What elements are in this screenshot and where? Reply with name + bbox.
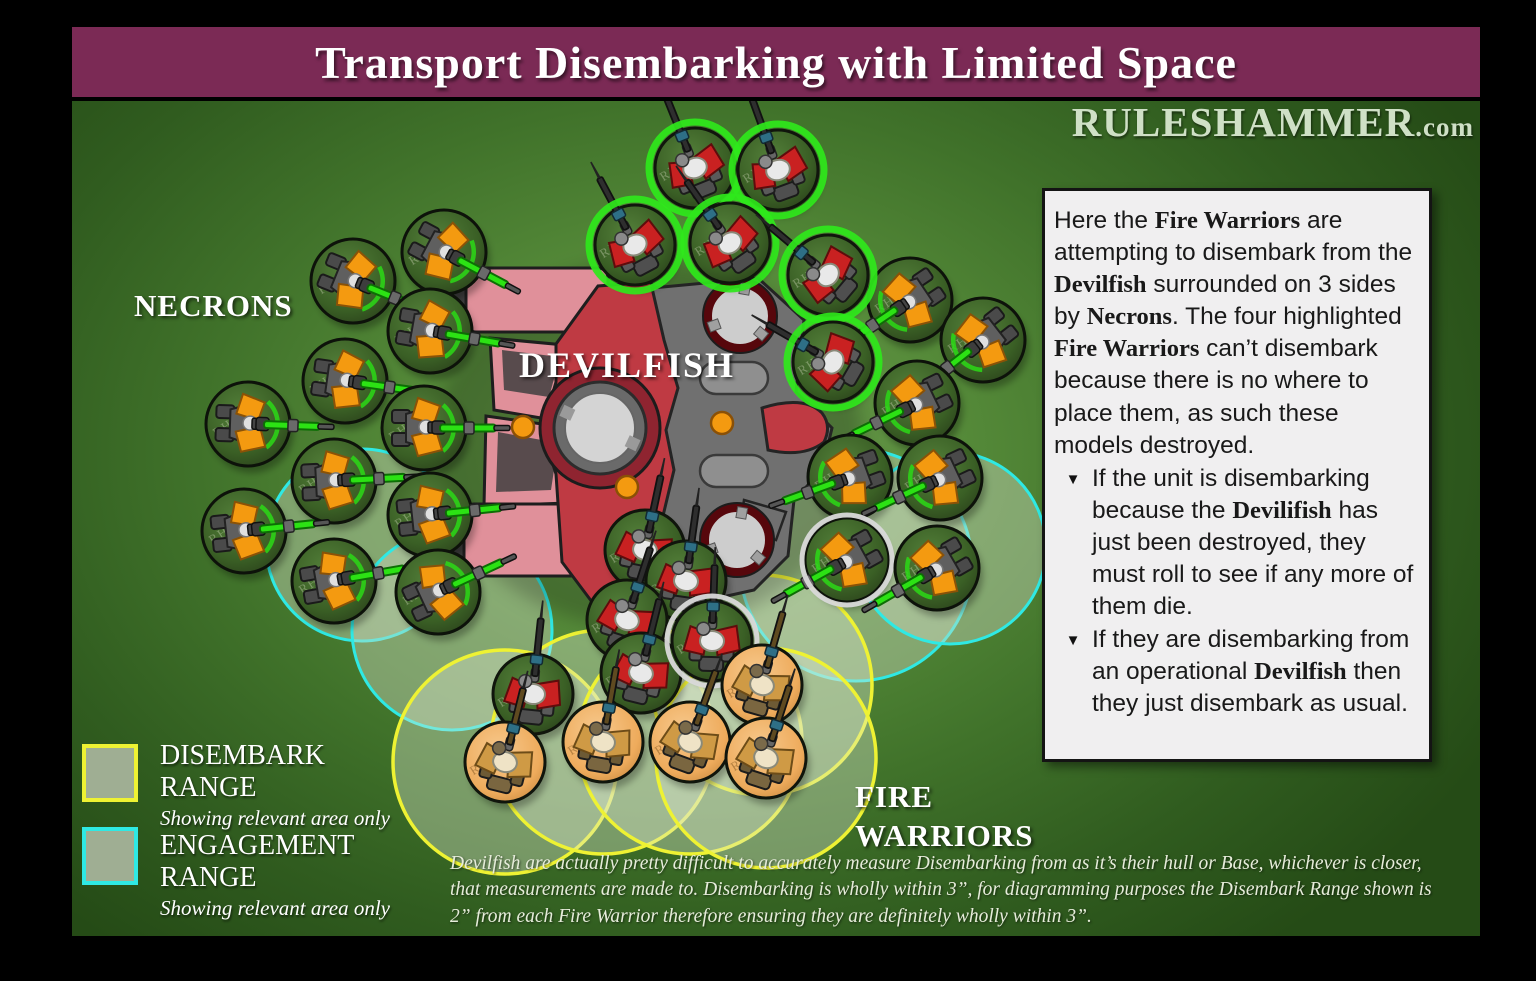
brand-name: RULESHAMMER: [1071, 99, 1416, 145]
necron-model: RH: [837, 256, 956, 351]
title-bar: Transport Disembarking with Limited Spac…: [72, 27, 1480, 101]
necron-model: RH: [394, 548, 518, 641]
fire-warrior-model: RH: [675, 165, 780, 293]
devilfish-turret: [538, 366, 662, 490]
sensor-dot: [510, 414, 536, 440]
fire-warrior-model: RH: [751, 312, 883, 412]
fire-warrior-model: RH: [599, 581, 685, 720]
info-bullets: ▼ If the unit is disembarking because th…: [1054, 463, 1421, 721]
legend-note: Showing relevant area only: [160, 896, 390, 921]
highlight-ring: [680, 193, 780, 293]
devilfish-hatch: [702, 278, 778, 354]
fire-warrior-highlighted-model: RH: [463, 670, 549, 809]
bullet-item: ▼ If the unit is disembarking because th…: [1054, 463, 1421, 623]
necron-model: RH: [301, 337, 432, 430]
engagement-range-legend: ENGAGEMENT RANGE Showing relevant area o…: [160, 830, 420, 921]
destroyed-ring: [799, 512, 895, 608]
necrons-label: NECRONS: [134, 288, 293, 323]
fire-warrior-highlighted-model: RH: [724, 668, 810, 805]
legend-title: DISEMBARK RANGE: [160, 740, 325, 804]
sensor-dot: [614, 474, 640, 500]
page-title: Transport Disembarking with Limited Spac…: [315, 36, 1237, 88]
legend-title: ENGAGEMENT RANGE: [160, 830, 354, 894]
bullet-icon: ▼: [1065, 632, 1081, 650]
info-intro: Here the Fire Warriors are attempting to…: [1054, 207, 1413, 459]
board-svg: RH RH RH: [200, 101, 1048, 876]
fire-warrior-model: RH: [728, 101, 828, 220]
necron-model: RH: [200, 487, 331, 580]
brand-tld: .com: [1415, 112, 1474, 142]
necron-model: RH: [309, 237, 434, 330]
rules-info-box: Here the Fire Warriors are attempting to…: [1042, 188, 1432, 762]
necron-model: RH: [768, 433, 896, 526]
necron-model: RH: [860, 434, 986, 527]
highlight-ring: [728, 120, 828, 220]
site-brand: RULESHAMMER.com: [1072, 98, 1474, 146]
disembark-range-legend: DISEMBARK RANGE Showing relevant area on…: [160, 740, 420, 831]
engagement-range-swatch: [82, 827, 138, 885]
disembark-range-swatch: [82, 744, 138, 802]
necron-model: RH: [290, 437, 421, 530]
necron-model: RH: [861, 524, 983, 617]
necron-model: RH: [386, 471, 517, 564]
bullet-icon: ▼: [1065, 470, 1081, 488]
footnote-text: Devilfish are actually pretty difficult …: [450, 853, 1432, 927]
necron-model: RH: [400, 208, 522, 301]
necron-model: RH: [380, 384, 511, 477]
legend-note: Showing relevant area only: [160, 806, 390, 831]
devilfish-label: DEVILFISH: [519, 345, 736, 385]
necron-model: RH: [913, 296, 1029, 395]
necron-model: RH: [838, 359, 963, 452]
sensor-dot: [709, 410, 735, 436]
fire-warrior-model: RH: [755, 213, 878, 325]
necron-model: RH: [204, 380, 335, 473]
necron-model: RH: [290, 537, 420, 630]
bullet-item: ▼ If they are disembarking from an opera…: [1054, 624, 1421, 720]
necron-model: RH: [770, 512, 895, 609]
necron-model: RH: [386, 287, 516, 380]
highlight-ring: [783, 312, 883, 412]
fire-warrior-highlighted-model: RH: [561, 649, 647, 789]
fire-warriors-label: FIRE WARRIORS: [855, 779, 1034, 854]
